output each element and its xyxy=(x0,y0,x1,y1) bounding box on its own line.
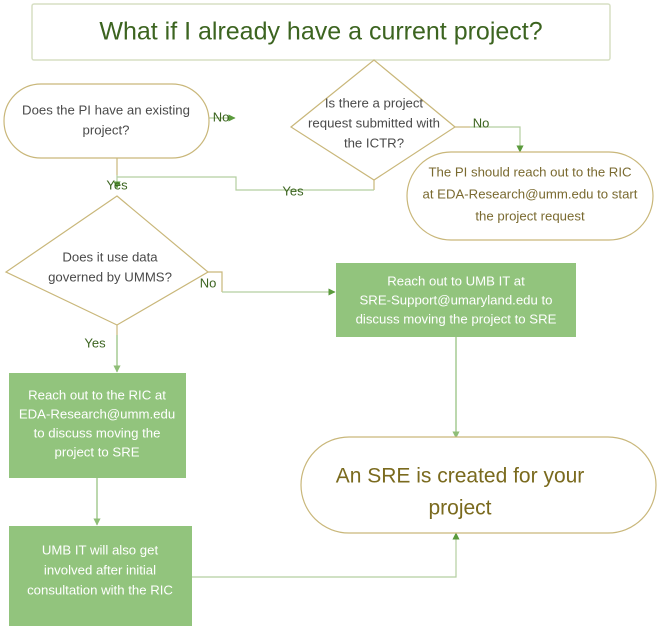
node-q-ictr-request-line-3: the ICTR? xyxy=(344,135,404,150)
node-q-umms-data[interactable]: Does it use data governed by UMMS? xyxy=(4,195,210,326)
edge-label-umms-yes: Yes xyxy=(84,335,106,350)
node-q-existing-project-line-2: project? xyxy=(83,122,130,137)
node-reach-umb-it-line-2: SRE-Support@umaryland.edu to xyxy=(360,292,553,307)
edge-umms-right-stub xyxy=(208,271,223,292)
node-sre-created-line-1: An SRE is created for your xyxy=(336,465,585,488)
edge-ictr-yes-path xyxy=(117,176,374,191)
edge-label-umms-no: No xyxy=(200,275,217,290)
node-umb-it-involved-line-3: consultation with the RIC xyxy=(27,582,173,597)
node-sre-created-line-2: project xyxy=(428,497,491,520)
node-reach-umb-it-line-3: discuss moving the project to SRE xyxy=(356,311,557,326)
node-q-ictr-request-line-1: Is there a project xyxy=(325,95,424,110)
node-pi-reach-ric-line-3: the project request xyxy=(475,208,585,223)
node-q-ictr-request[interactable]: Is there a project request submitted wit… xyxy=(289,59,457,181)
title-box: What if I already have a current project… xyxy=(31,3,611,61)
connector-layer xyxy=(93,114,524,578)
node-sre-created[interactable]: An SRE is created for your project xyxy=(300,436,657,534)
edge-ictr-no-path xyxy=(470,126,524,153)
node-reach-ric-sre[interactable]: Reach out to the RIC at EDA-Research@umm… xyxy=(9,373,186,478)
node-reach-ric-sre-line-1: Reach out to the RIC at xyxy=(28,387,166,402)
node-reach-ric-sre-shape[interactable] xyxy=(9,373,186,478)
node-q-ictr-request-shape[interactable] xyxy=(289,59,457,181)
edge-label-ictr-no: No xyxy=(473,115,490,130)
node-umb-it-involved[interactable]: UMB IT will also get involved after init… xyxy=(9,526,192,626)
node-q-ictr-request-line-2: request submitted with xyxy=(308,115,440,130)
node-reach-ric-sre-line-4: project to SRE xyxy=(54,444,139,459)
edge-label-existing-yes: Yes xyxy=(106,177,128,192)
node-pi-reach-ric-line-2: at EDA-Research@umm.edu to start xyxy=(423,186,638,201)
node-q-umms-data-line-2: governed by UMMS? xyxy=(48,269,172,284)
edge-label-ictr-yes: Yes xyxy=(282,183,304,198)
title-box-shape xyxy=(31,3,611,61)
edge-label-layer: No Yes No Yes No Yes xyxy=(84,109,489,350)
node-q-existing-project-shape[interactable] xyxy=(3,83,210,159)
node-reach-umb-it[interactable]: Reach out to UMB IT at SRE-Support@umary… xyxy=(336,263,576,337)
node-q-existing-project[interactable]: Does the PI have an existing project? xyxy=(3,83,210,159)
node-reach-ric-sre-line-2: EDA-Research@umm.edu xyxy=(19,406,175,421)
node-umb-it-involved-line-2: involved after initial xyxy=(44,562,156,577)
node-reach-ric-sre-line-3: to discuss moving the xyxy=(34,425,161,440)
node-reach-umb-it-line-1: Reach out to UMB IT at xyxy=(387,273,525,288)
node-q-umms-data-line-1: Does it use data xyxy=(62,249,158,264)
edge-umbit-to-sre xyxy=(192,532,460,578)
page-title: What if I already have a current project… xyxy=(99,18,542,46)
node-umb-it-involved-shape[interactable] xyxy=(9,526,192,626)
node-umb-it-involved-line-1: UMB IT will also get xyxy=(42,542,159,557)
edge-label-existing-no: No xyxy=(213,109,230,124)
node-reach-umb-it-shape[interactable] xyxy=(336,263,576,337)
node-sre-created-shape[interactable] xyxy=(300,436,657,534)
node-q-umms-data-shape[interactable] xyxy=(4,195,210,326)
node-q-existing-project-line-1: Does the PI have an existing xyxy=(22,102,190,117)
node-pi-reach-ric-line-1: The PI should reach out to the RIC xyxy=(428,164,632,179)
node-pi-reach-ric[interactable]: The PI should reach out to the RIC at ED… xyxy=(406,151,654,241)
node-pi-reach-ric-shape[interactable] xyxy=(406,151,654,241)
